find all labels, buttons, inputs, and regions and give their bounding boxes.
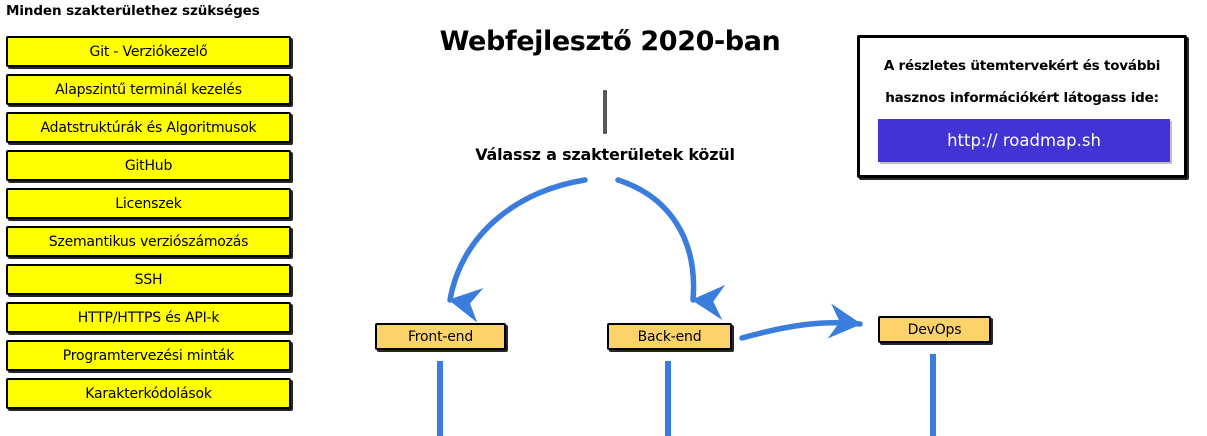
page-title: Webfejlesztő 2020-ban xyxy=(439,26,781,57)
arrow-to-frontend xyxy=(447,177,588,323)
skill-item-label: Programtervezési minták xyxy=(62,347,235,364)
skill-item-terminal[interactable]: Alapszintű terminál kezelés xyxy=(6,74,291,105)
node-devops[interactable]: DevOps xyxy=(878,316,991,343)
skill-item-label: Adatstruktúrák és Algoritmusok xyxy=(40,119,257,136)
dotted-connector-backend xyxy=(665,361,671,436)
dotted-connector-frontend xyxy=(437,361,443,436)
roadmap-link-label: http:// roadmap.sh xyxy=(947,131,1101,150)
roadmap-link-button[interactable]: http:// roadmap.sh xyxy=(878,119,1170,162)
page-subtitle: Válassz a szakterületek közül xyxy=(475,145,735,164)
node-back-end[interactable]: Back-end xyxy=(607,323,732,350)
node-label: DevOps xyxy=(907,321,962,338)
info-card-line-1: A részletes ütemtervekért és további xyxy=(883,58,1161,74)
skill-item-http-api[interactable]: HTTP/HTTPS és API-k xyxy=(6,302,291,333)
skill-item-label: Karakterkódolások xyxy=(85,385,212,402)
info-card-line-2: hasznos információkért látogass ide: xyxy=(885,90,1159,106)
skill-item-licenses[interactable]: Licenszek xyxy=(6,188,291,219)
skill-item-data-structures[interactable]: Adatstruktúrák és Algoritmusok xyxy=(6,112,291,143)
node-label: Back-end xyxy=(637,328,702,345)
skill-item-label: Licenszek xyxy=(115,195,182,212)
shared-skills-sidebar: Minden szakterülethez szükséges Git - Ve… xyxy=(6,0,301,436)
skill-item-character-encodings[interactable]: Karakterkódolások xyxy=(6,378,291,409)
sidebar-heading: Minden szakterülethez szükséges xyxy=(6,3,260,19)
skill-item-semantic-versioning[interactable]: Szemantikus verziószámozás xyxy=(6,226,291,257)
skill-item-ssh[interactable]: SSH xyxy=(6,264,291,295)
skill-item-label: Szemantikus verziószámozás xyxy=(48,233,249,250)
skill-item-label: HTTP/HTTPS és API-k xyxy=(77,309,220,326)
skill-item-git[interactable]: Git - Verziókezelő xyxy=(6,36,291,67)
skill-item-label: Git - Verziókezelő xyxy=(89,43,208,60)
node-label: Front-end xyxy=(407,328,474,345)
node-front-end[interactable]: Front-end xyxy=(375,323,506,350)
skill-item-label: GitHub xyxy=(124,157,173,174)
skill-item-github[interactable]: GitHub xyxy=(6,150,291,181)
skill-item-design-patterns[interactable]: Programtervezési minták xyxy=(6,340,291,371)
title-stem-connector xyxy=(603,90,607,134)
dotted-connector-devops xyxy=(930,354,936,436)
info-card: A részletes ütemtervekért és további has… xyxy=(857,35,1187,178)
skill-item-label: Alapszintű terminál kezelés xyxy=(55,81,242,98)
skill-item-label: SSH xyxy=(134,271,163,288)
arrow-backend-to-devops xyxy=(739,303,863,341)
arrow-to-backend xyxy=(615,177,726,321)
skill-list: Git - Verziókezelő Alapszintű terminál k… xyxy=(6,36,291,416)
